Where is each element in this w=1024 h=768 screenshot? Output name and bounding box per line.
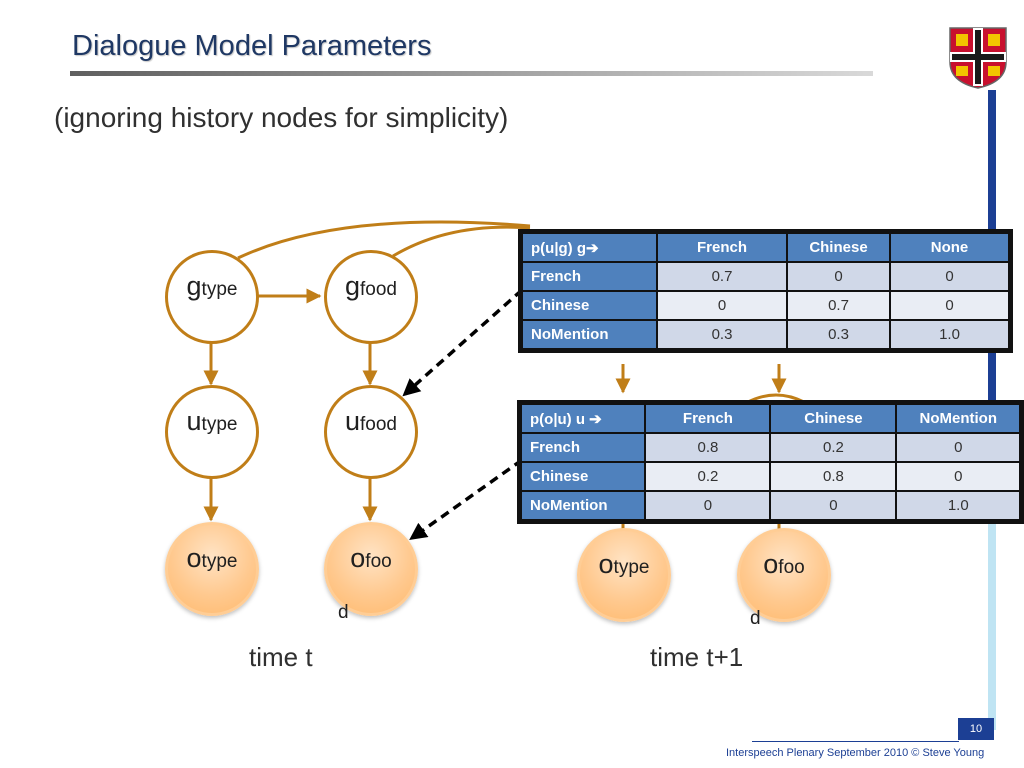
node-subscript: foo (365, 551, 392, 572)
node-subscript: type (201, 551, 238, 572)
pointer-pou-to-ofood (409, 458, 524, 541)
column-header: French (646, 405, 770, 432)
table-cell: 0 (658, 292, 786, 319)
table-row: NoMention 0.3 0.3 1.0 (523, 321, 1008, 348)
column-header: Chinese (788, 234, 889, 261)
node-u-food: ufood (324, 385, 418, 479)
table-p-o-given-u: p(o|u) u ➔ French Chinese NoMention Fren… (517, 400, 1024, 524)
hidden-node-arc (747, 393, 805, 404)
footer-text: Interspeech Plenary September 2010 © Ste… (726, 747, 985, 759)
table-cell: 0 (646, 492, 770, 519)
node-base: o (350, 543, 366, 573)
row-header: French (522, 434, 645, 461)
pointer-pug-to-ufood (402, 288, 524, 397)
node-o-type-t1: otype (577, 528, 671, 622)
table-row: Chinese 0.2 0.8 0 (522, 463, 1019, 490)
node-subscript: foo (778, 557, 805, 578)
column-header: None (891, 234, 1008, 261)
table-corner: p(u|g) g➔ (523, 234, 656, 261)
node-subscript: food (360, 279, 397, 300)
table-cell: 0.3 (658, 321, 786, 348)
column-header: Chinese (771, 405, 896, 432)
node-base: o (763, 549, 779, 579)
table-cell: 0.3 (788, 321, 889, 348)
slide-title: Dialogue Model Parameters (72, 30, 432, 62)
node-o-food: ofoo (324, 522, 418, 616)
table-cell: 0 (771, 492, 896, 519)
node-g-food: gfood (324, 250, 418, 344)
table-cell: 0.2 (646, 463, 770, 490)
table-cell: 0.8 (646, 434, 770, 461)
table-row: NoMention 0 0 1.0 (522, 492, 1019, 519)
node-base: g (344, 271, 361, 301)
row-header: Chinese (523, 292, 656, 319)
node-o-food-wrap: d (338, 602, 349, 623)
node-o-type: otype (165, 522, 259, 616)
node-subscript: type (201, 279, 238, 300)
title-underline (70, 71, 873, 76)
edge-gtype-to-t1 (237, 220, 531, 260)
side-accent-bar-light (988, 520, 996, 730)
table-cell: 1.0 (891, 321, 1008, 348)
footer-divider (752, 741, 959, 742)
row-header: NoMention (522, 492, 645, 519)
node-g-type: gtype (165, 250, 259, 344)
table-row: French 0.8 0.2 0 (522, 434, 1019, 461)
node-base: o (598, 549, 614, 579)
table-cell: 1.0 (897, 492, 1019, 519)
column-header: French (658, 234, 786, 261)
node-o-food-t1: ofoo (737, 528, 831, 622)
table-p-u-given-g: p(u|g) g➔ French Chinese None French 0.7… (518, 229, 1013, 353)
edge-gfood-to-t1 (392, 225, 531, 258)
node-subscript: type (613, 557, 650, 578)
node-base: o (186, 543, 202, 573)
caption-time-t1: time t+1 (650, 642, 744, 672)
table-cell: 0.8 (771, 463, 896, 490)
table-cell: 0 (897, 434, 1019, 461)
node-base: u (344, 406, 361, 436)
table-cell: 0 (897, 463, 1019, 490)
node-subscript: food (360, 414, 397, 435)
table-cell: 0 (891, 263, 1008, 290)
university-crest-icon (949, 27, 1007, 89)
table-cell: 0 (788, 263, 889, 290)
table-cell: 0.7 (788, 292, 889, 319)
node-o-food-t1-wrap: d (750, 608, 761, 629)
table-cell: 0.7 (658, 263, 786, 290)
table-corner: p(o|u) u ➔ (522, 405, 645, 432)
table-cell: 0.2 (771, 434, 896, 461)
table-row: Chinese 0 0.7 0 (523, 292, 1008, 319)
table-row: French 0.7 0 0 (523, 263, 1008, 290)
node-u-type: utype (165, 385, 259, 479)
page-number: 10 (958, 718, 994, 740)
table-cell: 0 (891, 292, 1008, 319)
caption-time-t: time t (249, 642, 313, 672)
row-header: Chinese (522, 463, 645, 490)
node-base: g (186, 271, 202, 301)
row-header: NoMention (523, 321, 656, 348)
slide-subtitle: (ignoring history nodes for simplicity) (54, 102, 509, 133)
node-subscript: type (201, 414, 238, 435)
node-base: u (186, 406, 202, 436)
column-header: NoMention (897, 405, 1019, 432)
row-header: French (523, 263, 656, 290)
